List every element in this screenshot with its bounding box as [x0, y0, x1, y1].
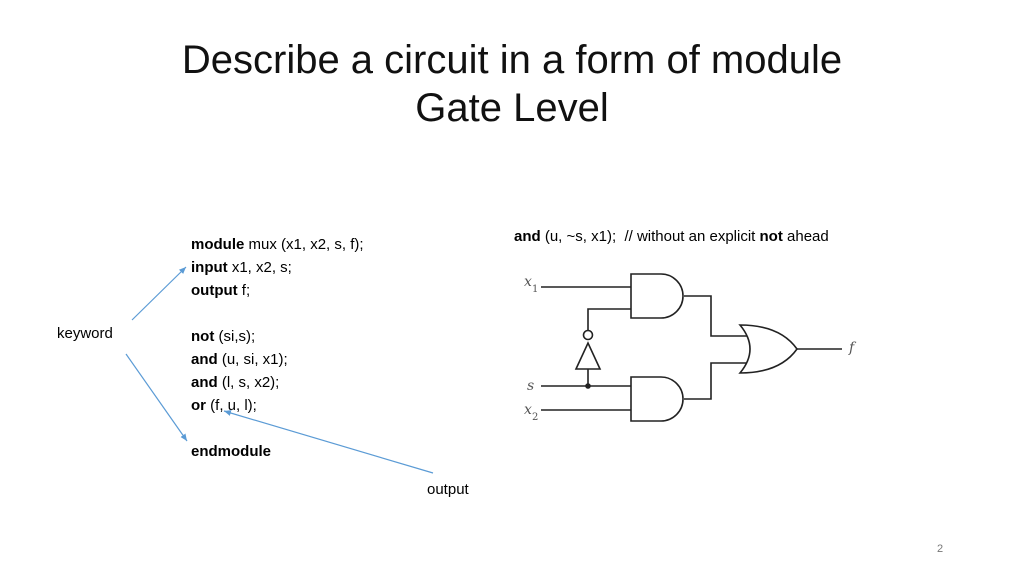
code-line: module mux (x1, x2, s, f);	[191, 236, 364, 253]
f-output-label: f	[848, 340, 857, 356]
s-label: s	[527, 378, 534, 394]
x2-subscript: 2	[532, 412, 538, 423]
not-gate	[574, 341, 602, 370]
s-junction-dot	[585, 383, 591, 389]
keyword-label: keyword	[57, 325, 113, 342]
output-label: output	[427, 481, 469, 498]
or-gate	[738, 324, 798, 374]
output-arrow-to-f	[223, 410, 434, 474]
code-line: and (l, s, x2);	[191, 374, 280, 391]
u-wire	[684, 295, 747, 337]
title-line-1: Describe a circuit in a form of module	[181, 38, 843, 82]
code-line: or (f, u, l);	[191, 397, 257, 414]
and-gate-lower	[630, 376, 684, 422]
x1-label: x	[524, 274, 532, 290]
code-line: input x1, x2, s;	[191, 259, 292, 276]
not-gate-bubble	[582, 329, 594, 341]
keyword-arrow-to-endmodule	[125, 353, 188, 442]
and-gate-caption: and (u, ~s, x1); // without an explicit …	[514, 228, 829, 245]
not-to-and-wire	[587, 308, 631, 330]
slide-title: Describe a circuit in a form of module G…	[0, 36, 1024, 132]
code-line: not (si,s);	[191, 328, 256, 345]
mux-circuit-schematic: x 1 s x 2 f	[524, 273, 857, 423]
title-line-2: Gate Level	[415, 86, 609, 130]
code-line: endmodule	[191, 443, 272, 460]
keyword-arrow-to-input	[131, 266, 187, 321]
code-line: output f;	[191, 282, 251, 299]
code-line: and (u, si, x1);	[191, 351, 288, 368]
x2-label: x	[524, 402, 532, 418]
x1-subscript: 1	[532, 284, 538, 295]
slide-number: 2	[937, 543, 944, 555]
and-gate-upper	[630, 273, 684, 319]
verilog-code-block: module mux (x1, x2, s, f); input x1, x2,…	[191, 233, 364, 463]
l-wire	[684, 362, 747, 400]
